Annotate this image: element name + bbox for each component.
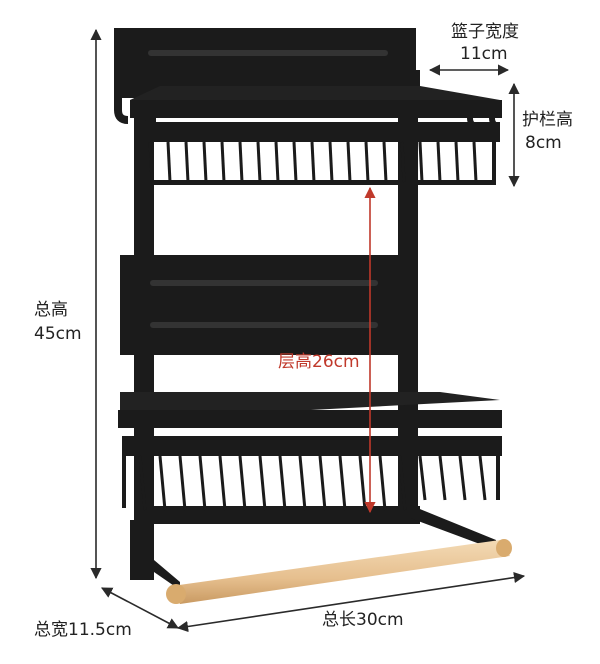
total-height-title: 总高 (34, 300, 68, 320)
basket-width-title: 篮子宽度 (451, 22, 519, 42)
total-width-label: 总宽11.5cm (34, 620, 132, 640)
rail-height-title: 护栏高 (522, 110, 573, 130)
top-basket (130, 70, 502, 185)
back-panel (114, 28, 418, 538)
rail-height-value: 8cm (525, 133, 562, 153)
total-length-label: 总长30cm (322, 610, 404, 630)
bottom-basket (118, 392, 502, 524)
total-height-value: 45cm (34, 324, 82, 344)
layer-height-label: 层高26cm (278, 352, 360, 372)
basket-width-value: 11cm (460, 44, 508, 64)
dimension-lines (90, 28, 526, 633)
